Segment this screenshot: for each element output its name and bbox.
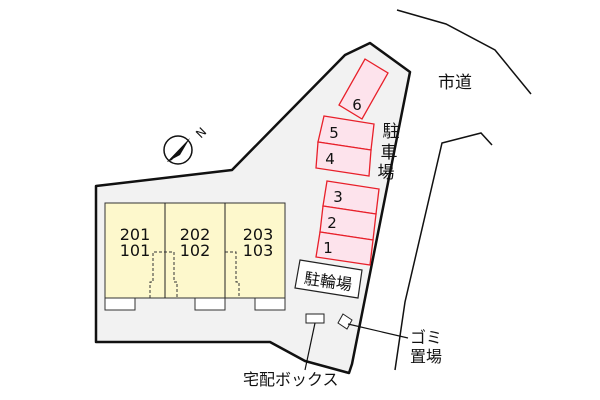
unit-2-lower: 102 <box>180 241 211 260</box>
compass-north-icon: N <box>163 125 209 165</box>
unit-3-lower: 103 <box>243 241 274 260</box>
unit-3-upper: 203 <box>243 225 274 244</box>
unit-1-lower: 101 <box>120 241 151 260</box>
road-edge-lower <box>394 132 493 371</box>
garbage-label-line2: 置場 <box>410 347 442 366</box>
svg-text:3: 3 <box>333 188 343 206</box>
parking-label-1: 駐 <box>383 122 400 142</box>
parking-space-4: 4 <box>315 141 372 177</box>
svg-text:5: 5 <box>329 124 339 142</box>
bicycle-parking: 駐輪場 <box>294 259 363 299</box>
svg-text:4: 4 <box>325 150 335 168</box>
delivery-box-label: 宅配ボックス <box>243 370 339 389</box>
road-label: 市道 <box>438 73 472 93</box>
garbage-area <box>337 313 353 330</box>
unit-1-upper: 201 <box>120 225 151 244</box>
road-edge-upper <box>396 9 532 95</box>
svg-text:N: N <box>193 125 209 141</box>
svg-text:2: 2 <box>327 214 337 232</box>
delivery-box <box>305 313 325 324</box>
parking-space-1: 1 <box>315 231 374 266</box>
svg-text:1: 1 <box>323 239 333 257</box>
parking-label-3: 場 <box>378 163 395 183</box>
parking-space-6: 6 <box>338 58 389 120</box>
parking-label-2: 車 <box>381 143 398 163</box>
svg-text:6: 6 <box>352 96 362 114</box>
apartment-building <box>104 202 286 311</box>
garbage-label-line1: ゴミ <box>410 328 442 347</box>
unit-2-upper: 202 <box>180 225 211 244</box>
